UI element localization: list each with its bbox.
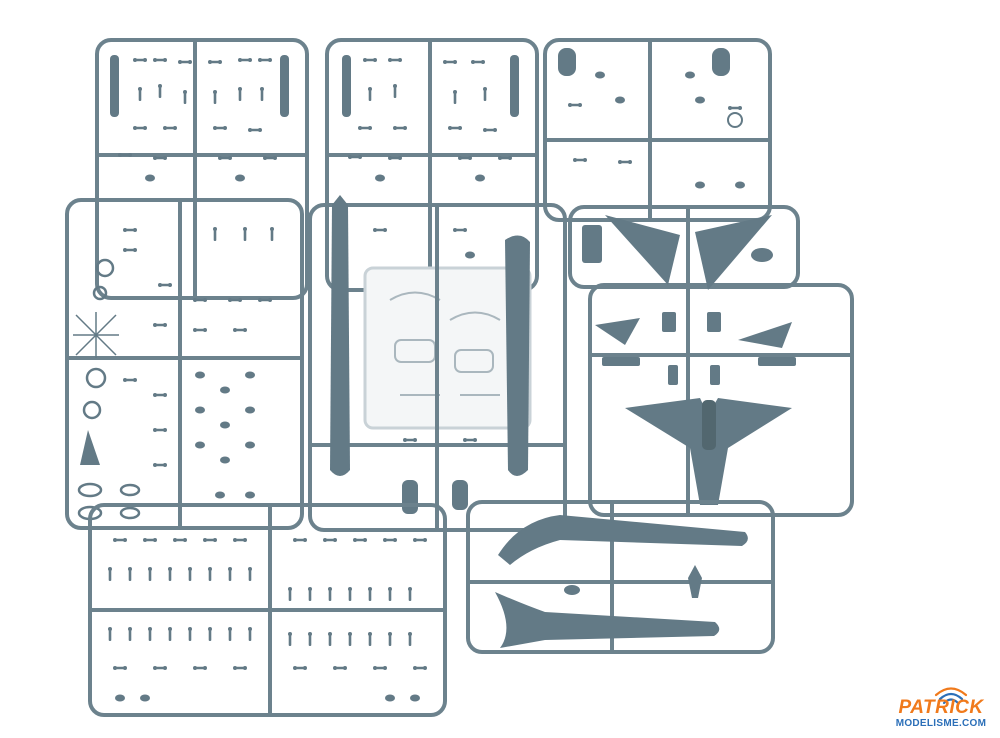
sprue-frame-g <box>88 503 447 717</box>
sprue-parts-e <box>330 195 530 514</box>
sprue-parts-c <box>558 48 745 189</box>
sprue-parts-g <box>108 538 427 702</box>
sprue-parts-a <box>110 55 289 182</box>
sprue-parts-b <box>342 55 519 182</box>
watermark-logo: PATRICK MODELISME.COM <box>886 698 996 732</box>
sprue-parts-d <box>73 227 274 521</box>
clear-sprue <box>363 266 532 430</box>
sprue-parts-f <box>582 215 796 505</box>
watermark-site: MODELISME.COM <box>895 718 987 729</box>
sprue-parts-h <box>495 515 748 648</box>
wifi-signal-icon <box>934 687 968 705</box>
sprue-frame-f <box>568 205 854 517</box>
sprue-frame-a <box>95 38 309 300</box>
sprue-frame-c <box>543 38 772 222</box>
watermark-brand: PATRICK <box>898 697 984 718</box>
sprue-frame-d <box>65 198 304 530</box>
